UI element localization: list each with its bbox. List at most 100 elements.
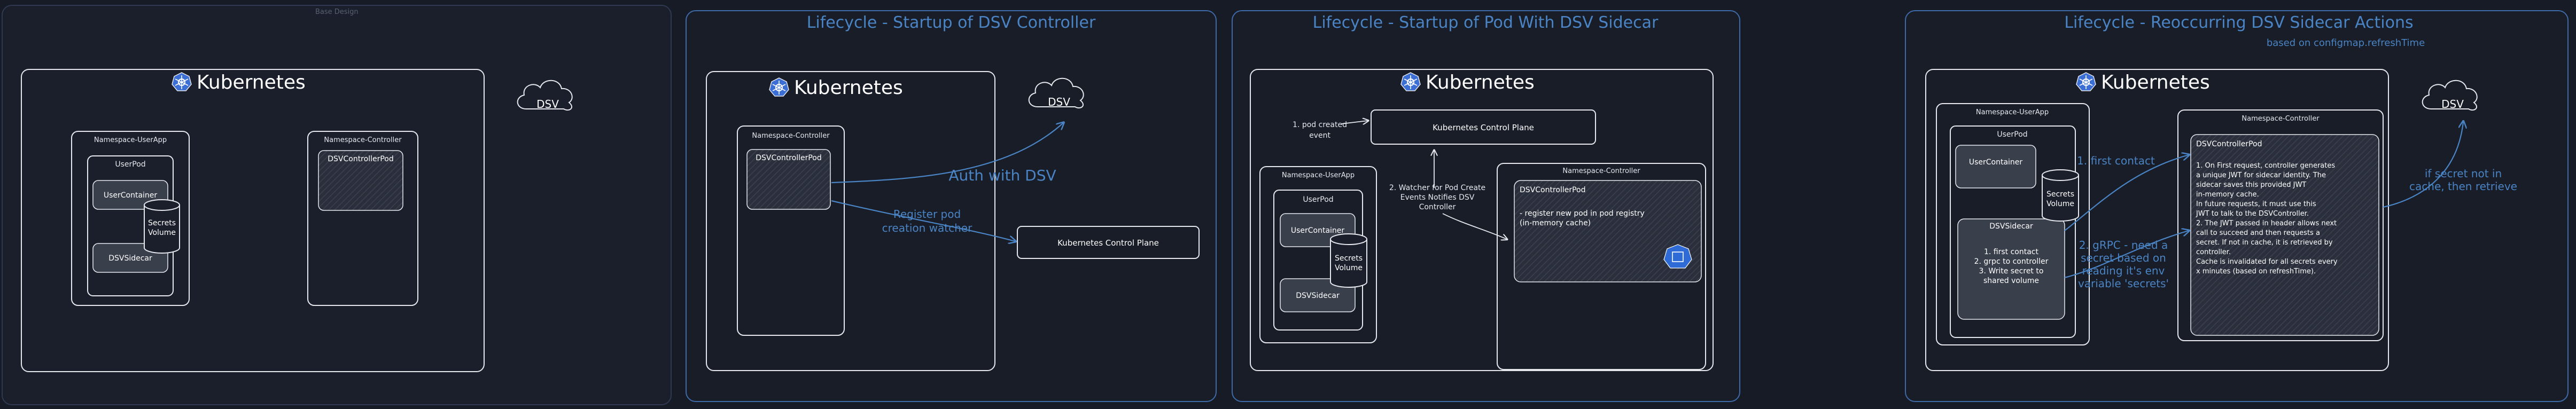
secrets-volume-cylinder: Secrets Volume [1330,233,1367,288]
dsvsidecar-label: DSVSidecar [108,254,152,263]
secrets-volume-label-line2: Volume [148,229,176,237]
frame-title-reoccurring: Lifecycle - Reoccurring DSV Sidecar Acti… [2064,13,2413,32]
first-contact-arrow [2064,155,2189,231]
frame-title-startup-controller: Lifecycle - Startup of DSV Controller [807,13,1096,32]
frame-title-base-design: Base Design [315,8,359,16]
retrieve-note-line2: cache, then retrieve [2409,180,2517,193]
kubernetes-title: Kubernetes [2101,72,2210,93]
usercontainer-label: UserContainer [104,191,158,200]
retrieve-arrow [2383,122,2463,208]
namespace-userapp-box [1259,166,1377,343]
userpod-label: UserPod [115,160,145,169]
namespace-userapp-label: Namespace-UserApp [1282,171,1355,179]
usercontainer-box [1955,145,2036,188]
controller-text-line: a unique JWT for sidecar identity. The [2196,171,2326,179]
sidecar-step-2: 2. grpc to controller [1974,257,2049,266]
dsvcontrollerpod-label: DSVControllerPod [1520,186,1586,194]
namespace-controller-label: Namespace-Controller [324,136,402,144]
register-label-line1: Register pod [893,208,961,221]
controller-text-line: Cache is invalidated for all secrets eve… [2196,258,2338,266]
controller-text-line: sidecar saves this provided JWT [2196,181,2306,189]
controller-text-line: call to succeed and then requests a [2196,229,2320,237]
frame-startup-controller: Lifecycle - Startup of DSV Controller Ku… [686,10,1217,402]
frame-base-design: Base Design Kubernetes DSV Namespace-Use… [2,5,672,405]
dsvcontrollerpod-box [318,150,403,211]
watcher-arrow [1442,213,1507,239]
dsvcontrollerpod-label: DSVControllerPod [756,154,822,162]
controller-text-line: in-memory cache. [2196,191,2259,199]
sidecar-step-4: shared volume [1983,277,2039,285]
retrieve-note-line1: if secret not in [2425,167,2502,180]
dsvsidecar-box [1280,278,1356,312]
watcher-label-line1: 2. Watcher for Pod Create [1389,184,1485,192]
namespace-controller-label: Namespace-Controller [2242,115,2320,123]
kubernetes-title: Kubernetes [1426,72,1535,93]
dsvcontrollerpod-box [1514,180,1702,282]
register-arrow [831,200,1015,241]
usercontainer-label: UserContainer [1969,158,2023,167]
userpod-label: UserPod [1997,130,2027,139]
sidecar-step-3: 3. Write secret to [1979,267,2044,276]
controller-text-line: controller. [2196,248,2231,256]
controller-text-line: JWT to talk to the DSVController. [2196,210,2309,218]
frame-subtitle-reoccurring: based on configmap.refreshTime [2267,37,2425,49]
kubernetes-control-plane-label: Kubernetes Control Plane [1057,238,1159,248]
namespace-controller-box [1497,163,1706,370]
register-label-line2: creation watcher [882,222,972,234]
auth-arrow [831,123,1063,184]
dsvcontrollerpod-box [746,149,831,210]
kubernetes-title: Kubernetes [794,77,903,99]
namespace-userapp-box [1936,103,2090,345]
dsvsidecar-label: DSVSidecar [1989,222,2033,231]
kubernetes-title: Kubernetes [197,72,306,93]
sidecar-step-1: 1. first contact [1984,248,2039,256]
controller-description: 1. On First request, controller generate… [2196,162,2338,276]
controller-text-line: In future requests, it must use this [2196,200,2316,208]
secrets-volume-label-line1: Secrets [2046,190,2074,199]
namespace-userapp-label: Namespace-UserApp [1976,108,2049,116]
auth-label: Auth with DSV [948,167,1056,184]
dsvcontrollerpod-label: DSVControllerPod [2196,140,2262,148]
controller-text-line: 1. On First request, controller generate… [2196,162,2335,170]
secrets-volume-label-line1: Secrets [1335,254,1363,263]
controller-text-line: 2. The JWT passed in header allows next [2196,219,2337,227]
dsvsidecar-label: DSVSidecar [1296,292,1340,300]
frame-startup-pod: Lifecycle - Startup of Pod With DSV Side… [1232,10,1740,402]
grpc-note-line4: variable 'secrets' [2078,277,2169,290]
dsv-cloud-label: DSV [2441,98,2464,111]
namespace-controller-label: Namespace-Controller [752,132,830,140]
dsv-cloud-label: DSV [536,98,559,111]
secrets-volume-cylinder: Secrets Volume [2042,169,2079,222]
pod-created-label-line1: 1. pod created [1293,121,1347,129]
watcher-label-line3: Controller [1419,203,1456,211]
frame-title-startup-pod: Lifecycle - Startup of Pod With DSV Side… [1313,13,1659,32]
secrets-volume-label-line2: Volume [2046,200,2074,208]
kubernetes-cluster-box [21,69,485,372]
userpod-box [1950,125,2076,338]
dsv-cloud-label: DSV [1048,96,1070,108]
watcher-label-line2: Events Notifies DSV [1400,193,1475,202]
grpc-note-line3: reading it's env [2082,264,2165,277]
secrets-volume-label-line2: Volume [1335,264,1363,272]
kubernetes-cluster-box [1250,69,1714,371]
namespace-userapp-box [71,131,190,306]
userpod-label: UserPod [1303,195,1333,204]
kubernetes-cluster-box [706,71,995,371]
kubernetes-control-plane-label: Kubernetes Control Plane [1433,123,1534,132]
usercontainer-label: UserContainer [1291,226,1345,235]
grpc-note-line2: secret based on [2081,251,2166,264]
grpc-note-line1: 2. gRPC - need a [2079,239,2168,251]
controller-text-line: x minutes (based on refreshTime). [2196,268,2316,276]
secrets-volume-label-line1: Secrets [148,219,176,227]
kubernetes-control-plane-box [1371,109,1596,145]
controller-text-line: secret. If not in cache, it is retrieved… [2196,239,2333,247]
namespace-controller-box [2177,109,2384,341]
grpc-arrow [2064,231,2189,279]
secrets-volume-cylinder: Secrets Volume [144,199,180,254]
frame-reoccurring: Lifecycle - Reoccurring DSV Sidecar Acti… [1905,10,2569,402]
namespace-controller-label: Namespace-Controller [1562,167,1640,175]
register-pod-text-line2: (in-memory cache) [1520,219,1591,227]
dsvcontrollerpod-label: DSVControllerPod [328,155,394,163]
register-pod-text-line1: - register new pod in pod registry [1520,209,1645,218]
